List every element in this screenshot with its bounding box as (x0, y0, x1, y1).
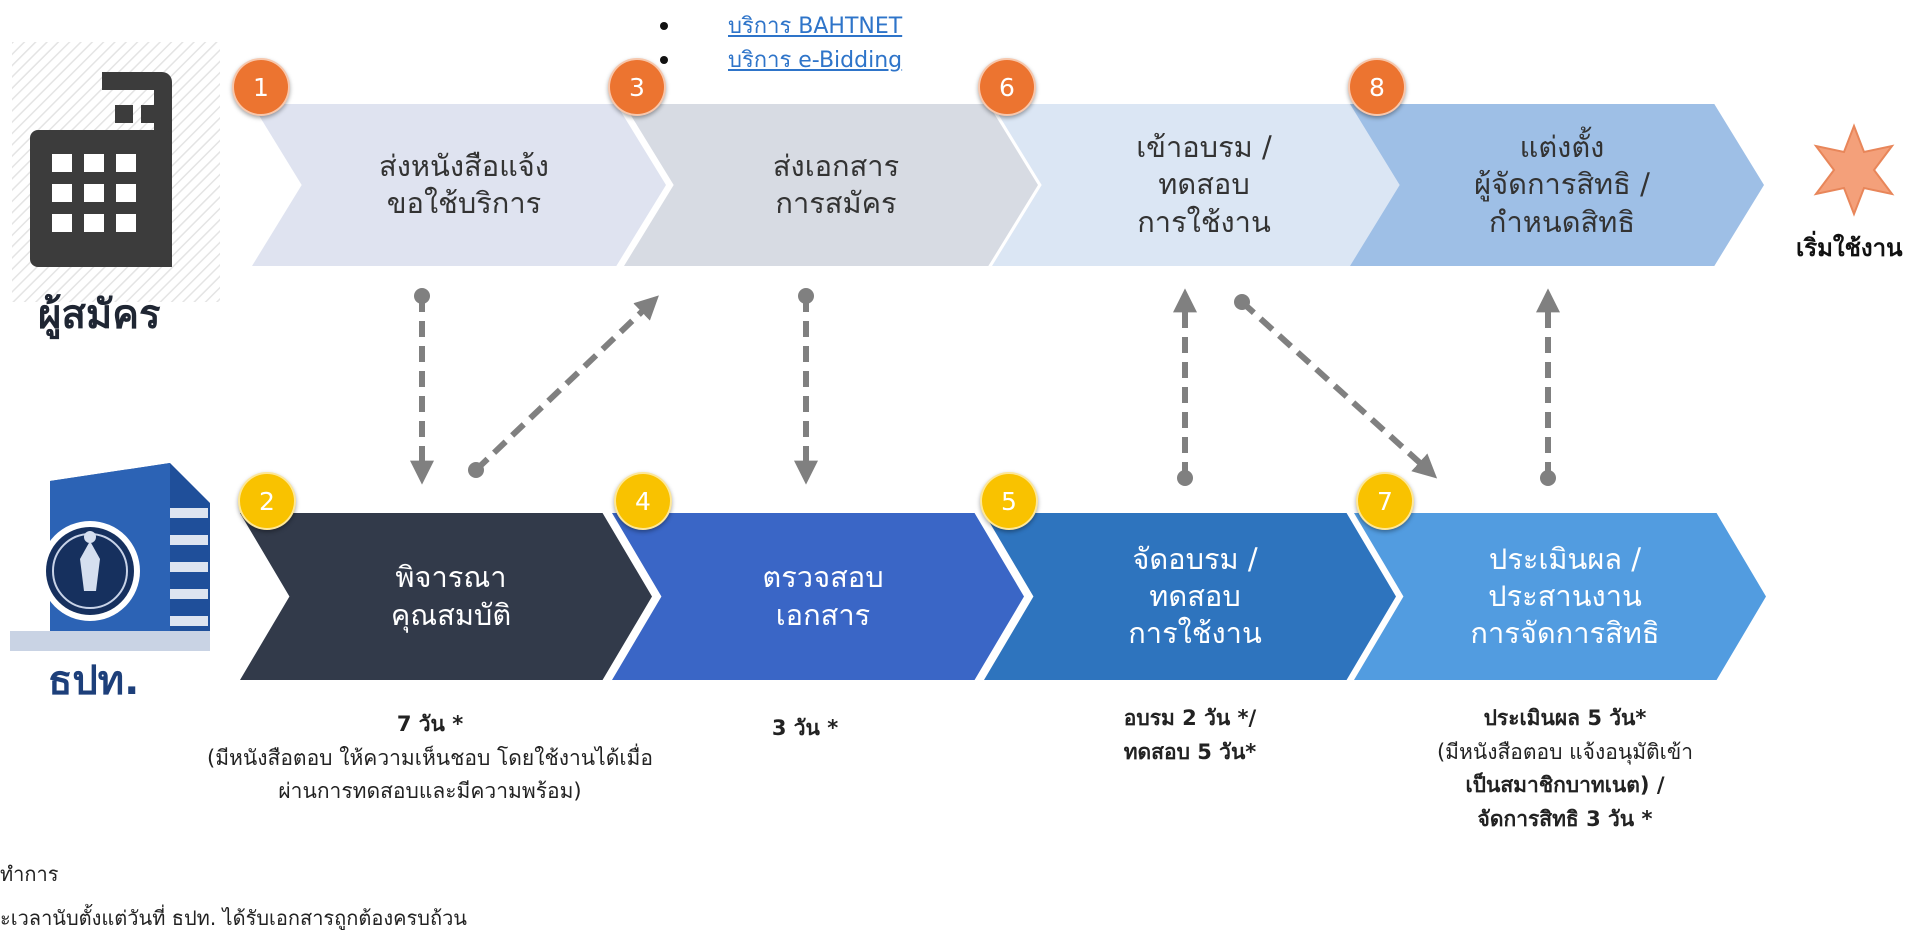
connector-dot (798, 288, 814, 304)
duration-step-7-line-2: (มีหนังสือตอบ แจ้งอนุมัติเข้า (1436, 739, 1694, 764)
duration-step-5: อบรม 2 วัน */ ทดสอบ 5 วัน* (1055, 702, 1325, 769)
step-8-label: แต่งตั้ง ผู้จัดการสิทธิ / กำหนดสิทธิ (1474, 130, 1650, 239)
duration-step-2-note-2: ผ่านการทดสอบและมีความพร้อม) (278, 779, 582, 804)
link-bahtnet[interactable]: บริการ BAHTNET (728, 14, 903, 39)
step-5-chevron: จัดอบรม / ทดสอบ การใช้งาน (984, 513, 1396, 680)
step-8-badge: 8 (1348, 58, 1406, 116)
connector-dot (1177, 470, 1193, 486)
start-label: เริ่มใช้งาน (1796, 234, 1903, 262)
duration-step-7-line-4: จัดการสิทธิ 3 วัน * (1477, 806, 1653, 831)
duration-step-5-line-2: ทดสอบ 5 วัน* (1123, 739, 1257, 764)
connector-2-to-3 (473, 295, 659, 473)
step-4-chevron: ตรวจสอบ เอกสาร (612, 513, 1024, 680)
duration-step-7-line-1: ประเมินผล 5 วัน* (1483, 706, 1647, 730)
step-3-badge: 3 (608, 58, 666, 116)
actor-applicant-label: ผู้สมัคร (38, 292, 161, 338)
step-6-badge: 6 (978, 58, 1036, 116)
duration-step-4: 3 วัน * (700, 712, 910, 746)
bullet-icon (660, 55, 668, 64)
step-3-chevron: ส่งเอกสาร การสมัคร (624, 104, 1038, 266)
step-2-badge: 2 (238, 472, 296, 530)
duration-step-7: ประเมินผล 5 วัน* (มีหนังสือตอบ แจ้งอนุมั… (1390, 702, 1740, 836)
step-1-badge: 1 (232, 58, 290, 116)
actor-bot-label: ธปท. (48, 658, 140, 704)
step-2-label: พิจารณา คุณสมบัติ (390, 560, 512, 632)
link-ebidding[interactable]: บริการ e-Bidding (728, 48, 903, 73)
duration-step-5-line-1: อบรม 2 วัน */ (1123, 706, 1257, 730)
duration-step-2: 7 วัน * (มีหนังสือตอบ ให้ความเห็นชอบ โดย… (180, 708, 680, 809)
link-item-ebidding: บริการ e-Bidding (660, 42, 902, 77)
duration-step-2-main: 7 วัน * (396, 712, 464, 736)
bullet-icon (660, 21, 668, 30)
step-8-chevron: แต่งตั้ง ผู้จัดการสิทธิ / กำหนดสิทธิ (1350, 104, 1764, 266)
duration-step-4-main: 3 วัน * (771, 716, 839, 740)
step-2-chevron: พิจารณา คุณสมบัติ (240, 513, 652, 680)
connector-dot (1540, 470, 1556, 486)
connector-6-to-7 (1239, 299, 1438, 479)
step-1-label: ส่งหนังสือแจ้ง ขอใช้บริการ (379, 148, 549, 220)
step-6-label: เข้าอบรม / ทดสอบ การใช้งาน (1136, 130, 1272, 239)
footnote-1: ทำการ (0, 862, 59, 886)
footnote-2: ะเวลานับตั้งแต่วันที่ ธปท. ได้รับเอกสารถ… (0, 906, 467, 930)
step-3-label: ส่งเอกสาร การสมัคร (772, 148, 900, 220)
step-4-badge: 4 (614, 472, 672, 530)
step-5-badge: 5 (980, 472, 1038, 530)
building-icon (12, 42, 220, 302)
connector-dot (468, 462, 484, 478)
duration-step-2-note-1: (มีหนังสือตอบ ให้ความเห็นชอบ โดยใช้งานได… (207, 745, 653, 770)
connector-dot (414, 288, 430, 304)
step-4-label: ตรวจสอบ เอกสาร (762, 560, 884, 632)
connector-dot (1234, 294, 1250, 310)
bot-building-logo (10, 463, 210, 651)
step-7-badge: 7 (1356, 472, 1414, 530)
step-5-label: จัดอบรม / ทดสอบ การใช้งาน (1128, 541, 1262, 651)
step-7-chevron: ประเมินผล / ประสานงาน การจัดการสิทธิ (1354, 513, 1766, 680)
link-item-bahtnet: บริการ BAHTNET (660, 8, 902, 43)
step-6-chevron: เข้าอบรม / ทดสอบ การใช้งาน (992, 104, 1406, 266)
step-1-chevron: ส่งหนังสือแจ้ง ขอใช้บริการ (252, 104, 666, 266)
step-7-label: ประเมินผล / ประสานงาน การจัดการสิทธิ (1470, 541, 1660, 651)
duration-step-7-line-3: เป็นสมาชิกบาทเนต) / (1465, 773, 1665, 798)
start-star-icon (1813, 123, 1895, 217)
